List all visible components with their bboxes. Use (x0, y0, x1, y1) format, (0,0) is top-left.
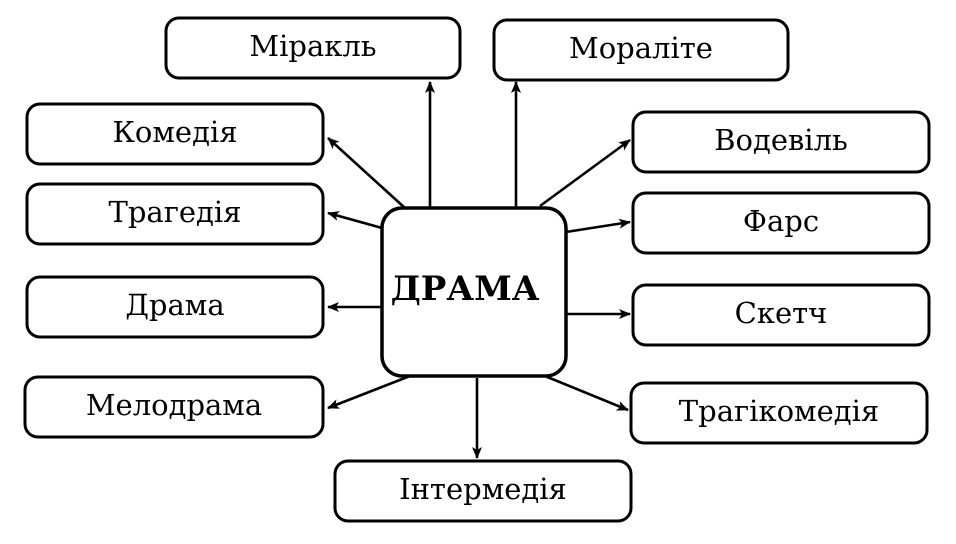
node-intermedia: Інтермедія (333, 459, 633, 523)
center-node: ДРАМА (380, 206, 568, 378)
node-melodrama: Мелодрама (23, 375, 325, 439)
node-sketch: Скетч (631, 283, 931, 347)
arrow-to-farce (565, 218, 631, 234)
node-label-drama: Драма (125, 288, 224, 322)
arrow-to-tragicomedy (539, 372, 629, 412)
node-label-melodrama: Мелодрама (86, 388, 262, 422)
arrow-to-comedy (327, 137, 406, 209)
node-label-miracle: Міракль (249, 29, 376, 63)
node-farce: Фарс (631, 191, 931, 255)
node-vaudeville: Водевіль (631, 110, 931, 174)
node-label-tragicomedy: Трагікомедія (679, 394, 879, 428)
node-morality: Мораліте (492, 18, 790, 82)
center-label: ДРАМА (391, 269, 540, 309)
node-label-morality: Мораліте (569, 31, 713, 65)
node-label-tragedy: Трагедія (109, 195, 242, 229)
node-label-sketch: Скетч (735, 296, 828, 330)
connector-arrows (327, 81, 631, 459)
node-comedy: Комедія (25, 102, 325, 166)
arrow-to-melodrama (327, 374, 411, 410)
node-label-farce: Фарс (743, 204, 819, 238)
node-miracle: Міракль (164, 16, 462, 80)
node-label-comedy: Комедія (112, 115, 237, 149)
arrow-to-vaudeville (539, 138, 631, 208)
node-drama: Драма (25, 275, 325, 339)
arrow-to-tragedy (327, 211, 383, 230)
node-label-intermedia: Інтермедія (399, 472, 567, 506)
node-tragedy: Трагедія (25, 182, 325, 246)
node-label-vaudeville: Водевіль (714, 123, 848, 157)
node-tragicomedy: Трагікомедія (629, 381, 929, 445)
